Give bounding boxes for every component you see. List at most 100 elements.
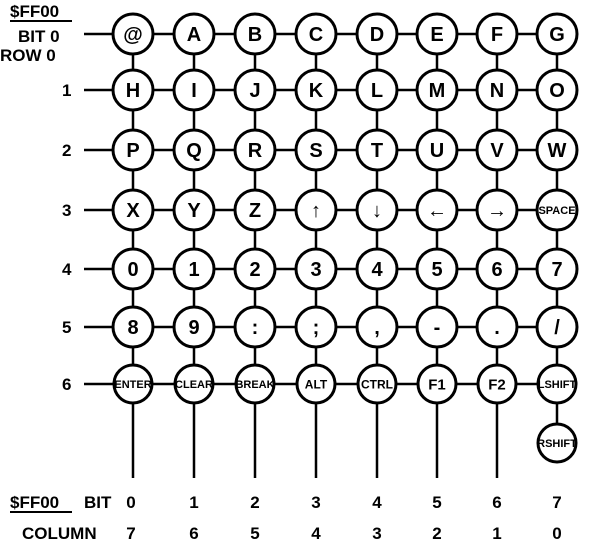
key-at: @ <box>111 12 155 56</box>
key-down-arrow-label: ↓ <box>372 200 382 222</box>
key-rshift-label: RSHIFT <box>537 438 577 450</box>
key-clear: CLEAR <box>173 363 215 405</box>
key-slash-circle <box>535 305 579 349</box>
key-a-circle <box>172 12 216 56</box>
key-g-label: G <box>549 24 565 46</box>
key-v-circle <box>475 128 519 172</box>
key-5: 5 <box>415 247 459 291</box>
key-1-circle <box>172 247 216 291</box>
key-n-label: N <box>490 80 504 102</box>
key-ctrl-circle <box>356 363 398 405</box>
key-r-circle <box>233 128 277 172</box>
key-m-circle <box>415 68 459 112</box>
key-t-label: T <box>371 140 383 162</box>
key-right-arrow-circle <box>475 188 519 232</box>
column-number-7: 7 <box>126 524 135 543</box>
key-5-label: 5 <box>431 259 442 281</box>
key-minus-label: - <box>434 317 441 339</box>
key-l-label: L <box>371 80 383 102</box>
key-t: T <box>355 128 399 172</box>
row-label-2: 2 <box>62 141 71 160</box>
column-number-6: 6 <box>189 524 198 543</box>
key-right-arrow: → <box>475 188 519 232</box>
key-alt-label: ALT <box>305 377 328 391</box>
key-k-label: K <box>309 80 324 102</box>
key-9: 9 <box>172 305 216 349</box>
key-j: J <box>233 68 277 112</box>
key-alt: ALT <box>295 363 337 405</box>
key-p: P <box>111 128 155 172</box>
bit-number-3: 3 <box>311 493 320 512</box>
key-w: W <box>535 128 579 172</box>
key-f2-label: F2 <box>488 376 506 393</box>
column-number-5: 5 <box>250 524 259 543</box>
key-i-circle <box>172 68 216 112</box>
key-semicolon-circle <box>294 305 338 349</box>
key-f-label: F <box>491 24 503 46</box>
key-break-circle <box>234 363 276 405</box>
key-4-label: 4 <box>371 259 383 281</box>
key-colon-label: : <box>252 317 259 339</box>
key-f1-circle <box>416 363 458 405</box>
column-number-0: 0 <box>552 524 561 543</box>
column-number-1: 1 <box>492 524 501 543</box>
key-b: B <box>233 12 277 56</box>
key-3: 3 <box>294 247 338 291</box>
key-u: U <box>415 128 459 172</box>
key-up-arrow: ↑ <box>294 188 338 232</box>
key-r-label: R <box>248 140 263 162</box>
key-left-arrow: ← <box>415 188 459 232</box>
key-8-circle <box>111 305 155 349</box>
key-minus: - <box>415 305 459 349</box>
key-2-circle <box>233 247 277 291</box>
bit-number-7: 7 <box>552 493 561 512</box>
key-alt-circle <box>295 363 337 405</box>
key-o-label: O <box>549 80 565 102</box>
key-p-label: P <box>126 140 139 162</box>
key-s: S <box>294 128 338 172</box>
key-6-circle <box>475 247 519 291</box>
key-space-circle <box>535 188 579 232</box>
key-down-arrow-circle <box>355 188 399 232</box>
header-bit-label: BIT 0 <box>18 27 60 46</box>
bit-number-2: 2 <box>250 493 259 512</box>
key-break-label: BREAK <box>235 379 274 391</box>
key-h-label: H <box>126 80 140 102</box>
row-label-1: 1 <box>62 81 71 100</box>
key-m-label: M <box>429 80 446 102</box>
key-slash-label: / <box>554 317 560 339</box>
header-address: $FF00 <box>10 2 59 21</box>
key-enter-label: ENTER <box>114 379 151 391</box>
key-enter-circle <box>112 363 154 405</box>
key-break: BREAK <box>234 363 276 405</box>
key-f: F <box>475 12 519 56</box>
key-e-label: E <box>430 24 443 46</box>
key-0-circle <box>111 247 155 291</box>
key-8-label: 8 <box>127 317 138 339</box>
key-f1-label: F1 <box>428 376 446 393</box>
key-comma-circle <box>355 305 399 349</box>
row-label-4: 4 <box>62 260 72 279</box>
key-z: Z <box>233 188 277 232</box>
key-ctrl-label: CTRL <box>361 377 393 391</box>
header-row-label: ROW 0 <box>0 46 56 65</box>
bit-number-4: 4 <box>372 493 382 512</box>
key-n-circle <box>475 68 519 112</box>
key-a-label: A <box>187 24 201 46</box>
key-d-circle <box>355 12 399 56</box>
key-6-label: 6 <box>491 259 502 281</box>
bit-number-5: 5 <box>432 493 441 512</box>
key-c-label: C <box>309 24 323 46</box>
key-period-label: . <box>494 317 500 339</box>
key-n: N <box>475 68 519 112</box>
key-f2-circle <box>476 363 518 405</box>
key-b-circle <box>233 12 277 56</box>
key-comma-label: , <box>374 317 380 339</box>
key-d: D <box>355 12 399 56</box>
bit-number-0: 0 <box>126 493 135 512</box>
key-y-circle <box>172 188 216 232</box>
column-number-2: 2 <box>432 524 441 543</box>
key-u-circle <box>415 128 459 172</box>
key-u-label: U <box>430 140 444 162</box>
